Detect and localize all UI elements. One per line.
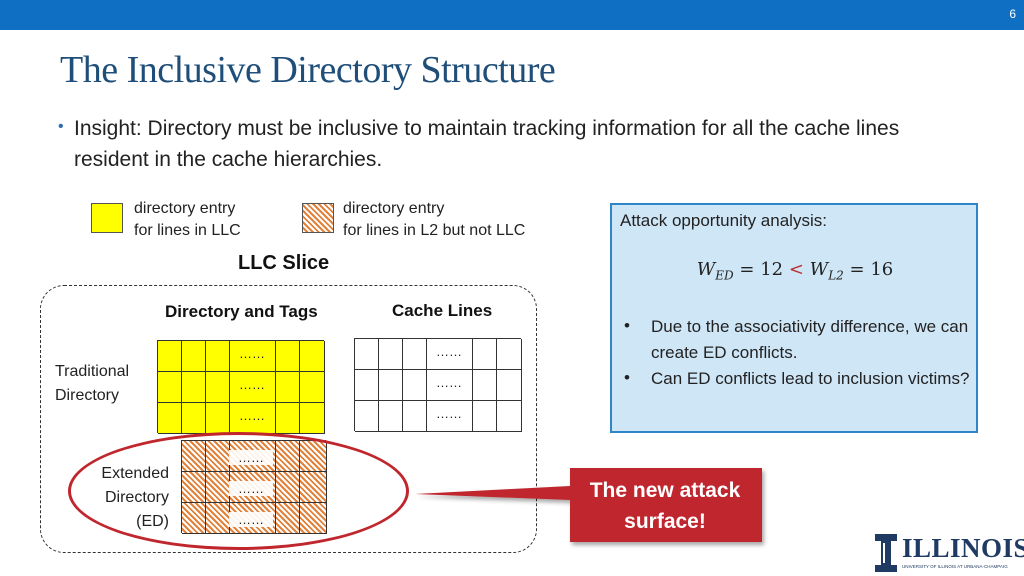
traditional-directory-grid — [157, 340, 325, 434]
cache-lines-header: Cache Lines — [392, 301, 493, 320]
llc-slice-box — [40, 285, 537, 553]
analysis-bullet-dot-1: • — [624, 316, 630, 335]
analysis-heading: Attack opportunity analysis: — [620, 211, 827, 230]
legend-l2-text: directory entry for lines in L2 but not … — [343, 198, 525, 242]
insight-bullet: Insight: Directory must be inclusive to … — [74, 117, 900, 171]
llc-slice-title: LLC Slice — [238, 252, 330, 274]
formula-lhs-val: = 12 — [739, 259, 784, 280]
dir-ellipsis-2: …… — [239, 377, 265, 392]
formula-less-than: < — [788, 259, 804, 280]
legend-llc-line2: for lines in LLC — [134, 222, 241, 239]
bullet-dot-icon: • — [58, 118, 64, 135]
formula-rhs-sub: L2 — [828, 268, 844, 283]
illinois-wordmark: ILLINOIS — [902, 533, 1024, 563]
cache-ellipsis-1: …… — [436, 344, 462, 359]
traditional-line2: Directory — [55, 387, 120, 404]
formula-rhs-val: = 16 — [849, 259, 894, 280]
cache-ellipsis-2: …… — [436, 375, 462, 390]
analysis-bullet-2: Can ED conflicts lead to inclusion victi… — [651, 369, 970, 388]
traditional-line1: Traditional — [55, 363, 130, 380]
legend-llc-line1: directory entry — [134, 200, 236, 217]
top-bar: 6 — [0, 0, 1024, 30]
traditional-directory-label: Traditional Directory — [55, 360, 129, 408]
directory-and-tags-header: Directory and Tags — [165, 302, 318, 321]
analysis-bullet-dot-2: • — [624, 368, 630, 387]
dir-ellipsis-1: …… — [239, 346, 265, 361]
slide-title: The Inclusive Directory Structure — [60, 49, 556, 91]
legend-l2-swatch — [302, 203, 334, 233]
slide-number: 6 — [1009, 7, 1016, 21]
legend-l2-line1: directory entry — [343, 200, 445, 217]
illinois-logo: ILLINOIS UNIVERSITY OF ILLINOIS AT URBAN… — [872, 533, 1024, 573]
new-attack-surface-callout: The new attack surface! — [589, 479, 741, 533]
legend-llc-swatch — [91, 203, 123, 233]
formula-lhs-var: W — [696, 259, 716, 280]
legend-l2-line2: for lines in L2 but not LLC — [343, 222, 526, 239]
formula-lhs-sub: ED — [715, 268, 734, 283]
extended-directory-highlight-oval — [68, 432, 409, 550]
associativity-formula: WED = 12 < WL2 = 16 — [612, 259, 978, 283]
cache-lines-grid — [354, 338, 522, 432]
dir-ellipsis-3: …… — [239, 408, 265, 423]
cache-ellipsis-3: …… — [436, 406, 462, 421]
attack-analysis-box: Attack opportunity analysis: WED = 12 < … — [610, 203, 978, 433]
legend-llc-text: directory entry for lines in LLC — [134, 198, 241, 242]
illinois-subtitle: UNIVERSITY OF ILLINOIS AT URBANA-CHAMPAI… — [902, 564, 1008, 569]
illinois-block-i-icon — [875, 534, 897, 572]
formula-rhs-var: W — [809, 259, 829, 280]
analysis-bullet-1: Due to the associativity difference, we … — [651, 317, 969, 362]
